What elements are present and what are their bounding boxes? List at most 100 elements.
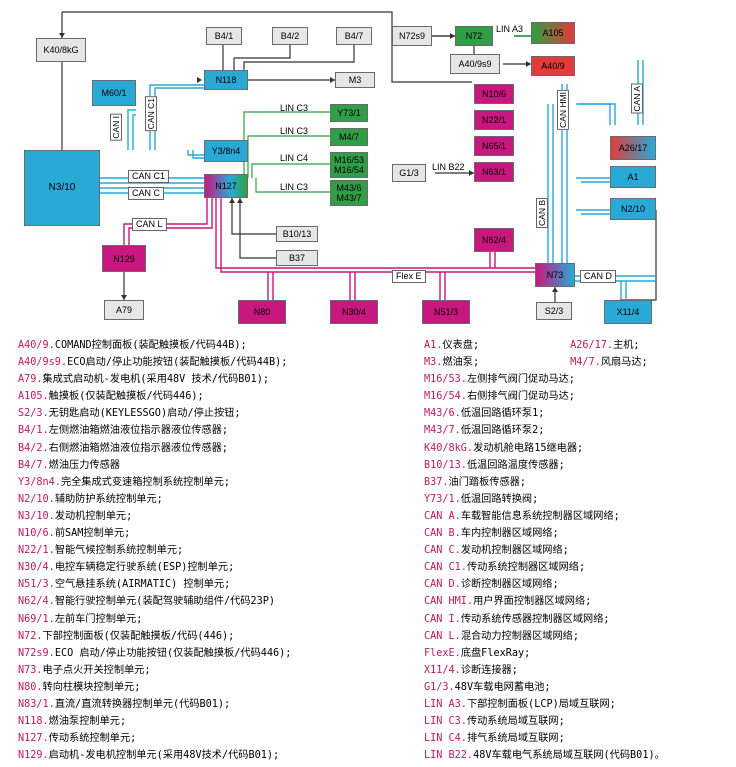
node-n65-1: N65/1 <box>474 136 514 156</box>
node-a40-9s9: A40/9s9 <box>450 54 500 74</box>
label-can-b: CAN B <box>536 198 548 228</box>
legend-entry: A1.仪表盘;A26/17.主机; <box>424 337 665 354</box>
legend-code: M43/6. <box>424 408 461 420</box>
legend-text: 左侧排气阀门促动马达; <box>466 374 575 386</box>
legend-text: 启动机-发电机控制单元(采用48V技术/代码B01); <box>48 750 280 762</box>
legend-code: N10/6. <box>18 528 55 540</box>
label-can-l: CAN L <box>132 218 167 231</box>
node-n22-1: N22/1 <box>474 110 514 130</box>
label-lin-c4: LIN C4 <box>280 153 309 163</box>
legend-entry: CAN B.车内控制器区域网络; <box>424 525 665 542</box>
legend-code: N51/3. <box>18 579 55 591</box>
legend-text: ECO启动/停止功能按钮(装配触摸板/代码44B); <box>67 357 288 369</box>
legend-entry: N3/10.发动机控制单元; <box>18 508 291 525</box>
legend-text: 底盘FlexRay; <box>460 647 531 659</box>
legend-entry: A79.集成式启动机-发电机(采用48V 技术/代码B01); <box>18 371 291 388</box>
legend-text: 仪表盘; <box>442 340 480 351</box>
legend-code: N22/1. <box>18 545 55 557</box>
node-a40-9: A40/9 <box>531 56 575 76</box>
node-s2-3: S2/3 <box>536 302 572 320</box>
legend-code: B37. <box>424 476 449 488</box>
node-a79: A79 <box>104 300 144 320</box>
legend-entry: B37.油门踏板传感器; <box>424 474 665 491</box>
legend-code: X11/4. <box>424 664 461 676</box>
legend-code: K40/8kG. <box>424 442 474 454</box>
legend-entry: FlexE.底盘FlexRay; <box>424 645 665 662</box>
legend-entry: CAN D.诊断控制器区域网络; <box>424 576 665 593</box>
legend-entry: LIN C3.传动系统局域互联网; <box>424 713 665 730</box>
label-can-c1: CAN C1 <box>128 170 170 183</box>
legend-text: 车载智能信息系统控制器区域网络; <box>460 510 620 522</box>
legend-text: 电子点火开关控制单元; <box>42 664 151 676</box>
legend-entry: G1/3.48V车载电网蓄电池; <box>424 679 665 696</box>
legend-code: A1. <box>424 340 443 351</box>
node-n63-1: N63/1 <box>474 162 514 182</box>
legend-code: CAN B. <box>424 528 461 540</box>
legend-text: 诊断连接器; <box>460 664 518 676</box>
label-lin-a3: LIN A3 <box>496 24 524 34</box>
legend-code: LIN B22. <box>424 750 474 762</box>
node-b4-1: B4/1 <box>206 27 242 45</box>
legend-code: CAN I. <box>424 613 461 625</box>
legend-text: 右侧燃油箱燃油液位指示器液位传感器; <box>48 442 228 454</box>
legend-text: 右侧排气阀门促动马达; <box>466 391 575 403</box>
legend-code: Y3/8n4. <box>18 476 61 488</box>
legend-text: 车内控制器区域网络; <box>460 528 559 540</box>
legend-entry: A40/9.COMAND控制面板(装配触摸板/代码44B); <box>18 337 291 354</box>
node-a105: A105 <box>531 22 575 44</box>
legend-entry: N22/1.智能气候控制系统控制单元; <box>18 542 291 559</box>
legend-entry: M16/53.左侧排气阀门促动马达; <box>424 371 665 388</box>
legend-entry: N10/6.前SAM控制单元; <box>18 525 291 542</box>
legend-text: 诊断控制器区域网络; <box>460 579 559 591</box>
legend-entry: Y3/8n4.完全集成式变速箱控制系统控制单元; <box>18 474 291 491</box>
legend-text: 发动机舱电路15继电器; <box>473 442 584 454</box>
legend-entry: N72s9.ECO 启动/停止功能按钮(仅装配触摸板/代码446); <box>18 645 291 662</box>
label-can-d: CAN D <box>580 270 617 283</box>
legend: A40/9.COMAND控制面板(装配触摸板/代码44B);A40/9s9.EC… <box>0 331 736 767</box>
legend-text: 发动机控制器区域网络; <box>460 545 569 557</box>
legend-text: 低温回路循环泵2; <box>460 425 545 437</box>
node-b10-13: B10/13 <box>276 226 318 242</box>
label-can-a: CAN A <box>631 84 643 114</box>
legend-text: 前SAM控制单元; <box>54 528 131 540</box>
node-n73: N73 <box>535 263 575 287</box>
legend-code: N73. <box>18 664 43 676</box>
legend-code: CAN HMI. <box>424 596 474 608</box>
legend-code: CAN C1. <box>424 562 467 574</box>
legend-text: 集成式启动机-发电机(采用48V 技术/代码B01); <box>42 374 269 386</box>
legend-entry: Y73/1.低温回路转换阀; <box>424 491 665 508</box>
legend-left-column: A40/9.COMAND控制面板(装配触摸板/代码44B);A40/9s9.EC… <box>18 337 291 764</box>
node-n72s9: N72s9 <box>392 26 432 46</box>
legend-text: COMAND控制面板(装配触摸板/代码44B); <box>54 340 247 351</box>
legend-entry: CAN L.混合动力控制器区域网络; <box>424 628 665 645</box>
legend-code: N80. <box>18 681 43 693</box>
legend-entry: N51/3.空气悬挂系统(AIRMATIC) 控制单元; <box>18 576 291 593</box>
legend-code: M16/54. <box>424 391 467 403</box>
node-b4-2: B4/2 <box>272 27 308 45</box>
legend-entry: N80.转向柱模块控制单元; <box>18 679 291 696</box>
legend-text: 电控车辆稳定行驶系统(ESP)控制单元; <box>54 562 235 574</box>
node-n72: N72 <box>455 26 493 46</box>
label-flex-e: Flex E <box>392 270 426 283</box>
legend-code: M43/7. <box>424 425 461 437</box>
legend-entry: N83/1.直流/直流转换器控制单元(代码B01); <box>18 696 291 713</box>
node-a26-17: A26/17 <box>610 136 656 160</box>
legend-entry: N118.燃油泵控制单元; <box>18 713 291 730</box>
legend-entry: N2/10.辅助防护系统控制单元; <box>18 491 291 508</box>
legend-entry: CAN C1.传动系统控制器区域网络; <box>424 559 665 576</box>
node-n3-10: N3/10 <box>24 150 100 226</box>
legend-right-column: A1.仪表盘;A26/17.主机;M3.燃油泵;M4/7.风扇马达;M16/53… <box>424 337 665 764</box>
connection-lines <box>59 11 657 302</box>
legend-code: A105. <box>18 391 49 403</box>
legend-entry: M43/6.低温回路循环泵1; <box>424 405 665 422</box>
legend-code: S2/3. <box>18 408 49 420</box>
label-can-c1-vertical: CAN C1 <box>145 96 157 132</box>
legend-code: N129. <box>18 750 49 762</box>
legend-text: 智能行驶控制单元(装配驾驶辅助组件/代码23P) <box>54 596 275 608</box>
legend-text: 辅助防护系统控制单元; <box>54 493 163 505</box>
node-m16-53-54: M16/53 M16/54 <box>330 152 368 178</box>
legend-text: 低温回路转换阀; <box>460 493 539 505</box>
legend-text: 直流/直流转换器控制单元(代码B01); <box>54 698 231 710</box>
legend-text: 混合动力控制器区域网络; <box>460 630 580 642</box>
legend-entry: LIN C4.排气系统局域互联网; <box>424 730 665 747</box>
